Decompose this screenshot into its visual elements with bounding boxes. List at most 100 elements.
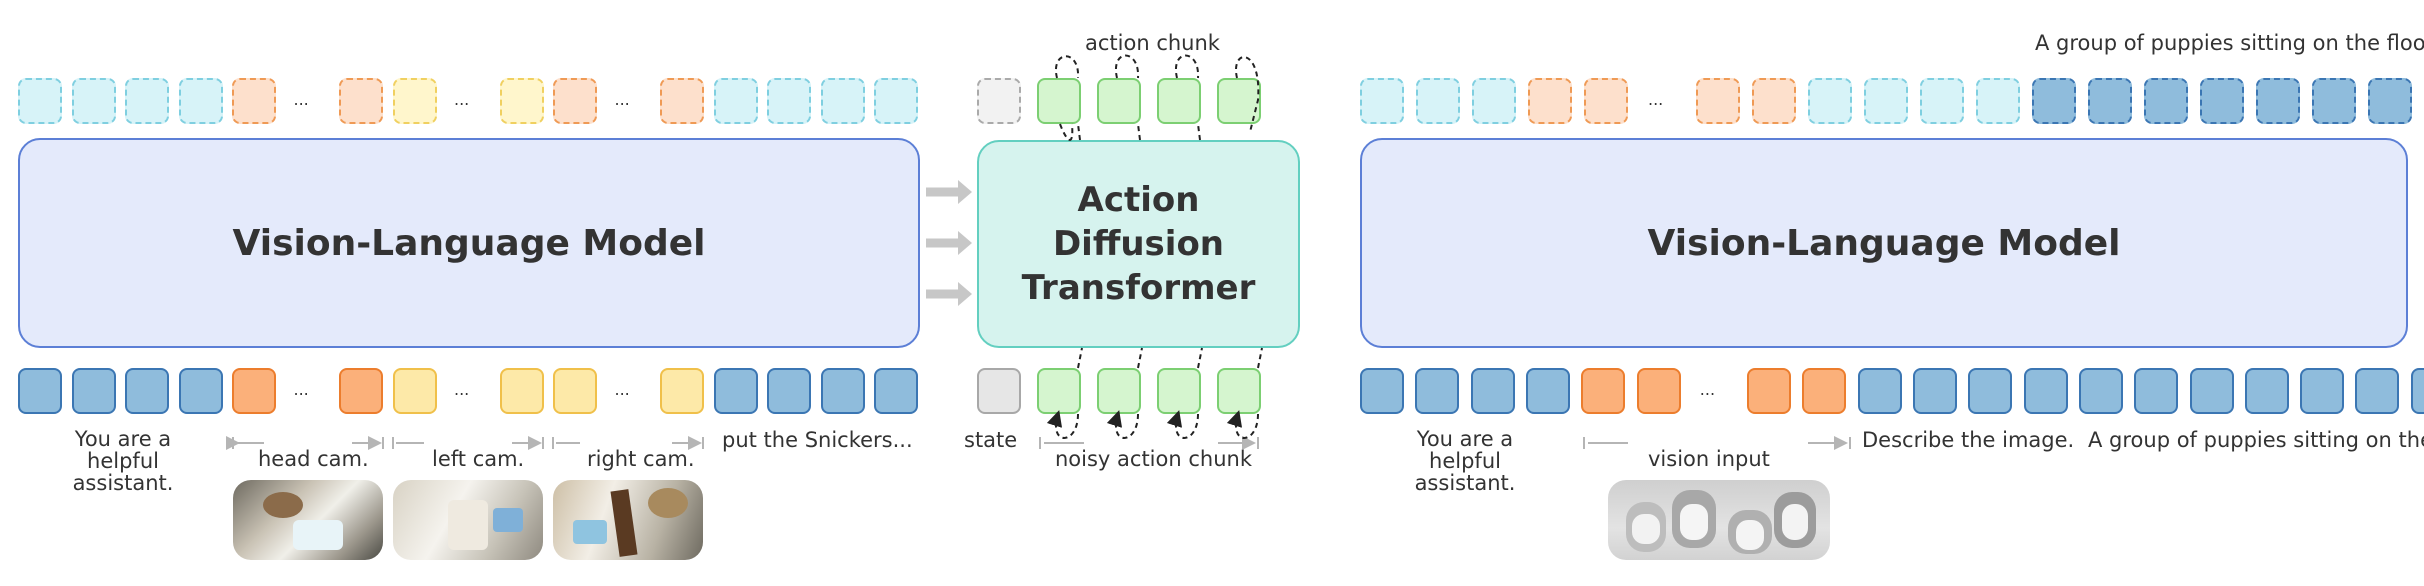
right-vlm-top-token: [1416, 78, 1460, 124]
right-vlm-bottom-token: [2134, 368, 2179, 414]
left-vlm-top-token: [767, 78, 811, 124]
left-vlm-box: Vision-Language Model: [18, 138, 920, 348]
right-vlm-top-token: [1920, 78, 1964, 124]
right-vlm-top-token: [1752, 78, 1796, 124]
right-cam-label: right cam.: [587, 447, 695, 471]
right-vlm-top-token: [1864, 78, 1908, 124]
left-vlm-top-ellipsis: ...: [293, 90, 309, 109]
right-vlm-bottom-token: [1360, 368, 1404, 414]
left-vlm-top-token: [18, 78, 62, 124]
right-vlm-top-token: [1808, 78, 1852, 124]
right-vlm-top-token: [2368, 78, 2412, 124]
left-vlm-title: Vision-Language Model: [232, 222, 706, 264]
state-output-token: [977, 78, 1021, 124]
left-vlm-bottom-token: [71, 368, 116, 414]
left-vlm-top-ellipsis: ...: [614, 90, 630, 109]
vlm-to-dit-arrows: [926, 180, 972, 306]
vision-input-label: vision input: [1648, 447, 1770, 471]
right-vlm-bottom-token: [1415, 368, 1460, 414]
left-vlm-top-token: [660, 78, 704, 124]
right-vlm-bottom-token: [2078, 368, 2123, 414]
answer-label: A group of puppies sitting on the: [2088, 428, 2424, 452]
right-vlm-box: Vision-Language Model: [1360, 138, 2408, 348]
right-vlm-top-token: [2088, 78, 2132, 124]
action-output-token: [1037, 78, 1081, 124]
segment-brackets: [226, 436, 1851, 450]
left-vlm-bottom-token: [660, 368, 704, 414]
caption-label: A group of puppies sitting on the floor.: [2035, 31, 2424, 55]
action-dit-title: Action Diffusion Transformer: [1021, 180, 1256, 308]
puppies-image: [1608, 480, 1830, 560]
left-vlm-bottom-token: [713, 368, 758, 414]
head-camera-image: [233, 480, 383, 560]
right-vlm-bottom-token: [2355, 368, 2400, 414]
noisy-action-chunk-label: noisy action chunk: [1055, 447, 1252, 471]
right-vlm-top-token: [1584, 78, 1628, 124]
left-vlm-top-token: [553, 78, 597, 124]
noisy-chunk-loops: [1046, 123, 1263, 439]
left-vlm-bottom-token: [178, 368, 223, 414]
instruction-label: put the Snickers...: [722, 428, 913, 452]
left-vlm-top-token: [178, 78, 223, 124]
left-vlm-top-ellipsis: ...: [454, 90, 470, 109]
right-vlm-top-token: [2032, 78, 2076, 124]
left-vlm-bottom-token: [874, 368, 918, 414]
right-vlm-bottom-token: [2300, 368, 2345, 414]
left-vlm-top-token: [713, 78, 758, 124]
right-vlm-top-token: [1696, 78, 1740, 124]
right-vlm-bottom-token: [2189, 368, 2234, 414]
state-input-token: [977, 368, 1021, 414]
right-vlm-title: Vision-Language Model: [1647, 222, 2121, 264]
left-vlm-bottom-token: [553, 368, 597, 414]
left-vlm-top-token: [392, 78, 437, 124]
right-vlm-bottom-token: [1857, 368, 1902, 414]
right-vlm-bottom-token: [1525, 368, 1570, 414]
right-vlm-top-token: [1360, 78, 1404, 124]
left-prompt-label: You are a helpful assistant.: [72, 427, 174, 495]
right-vlm-bottom-token: [1802, 368, 1847, 414]
left-vlm-top-token: [499, 78, 544, 124]
right-prompt-label: You are a helpful assistant.: [1414, 427, 1516, 495]
right-vlm-top-token: [2256, 78, 2300, 124]
left-vlm-bottom-token: [232, 368, 276, 414]
right-vlm-bottom-ellipsis: ...: [1699, 380, 1716, 399]
right-vlm-bottom-token: [2023, 368, 2068, 414]
action-output-token: [1157, 78, 1201, 124]
action-dit-box: Action Diffusion Transformer: [977, 140, 1300, 348]
describe-label: Describe the image.: [1862, 428, 2075, 452]
action-chunk-loops: [1054, 54, 1260, 141]
right-vlm-top-ellipsis: ...: [1648, 90, 1664, 109]
left-vlm-top-token: [125, 78, 169, 124]
left-vlm-bottom-token: [392, 368, 437, 414]
left-vlm-bottom-token: [18, 368, 62, 414]
left-vlm-bottom-ellipsis: ...: [293, 380, 309, 399]
right-vlm-bottom-token: [2410, 368, 2424, 414]
state-label: state: [964, 428, 1018, 452]
left-vlm-top-token: [71, 78, 116, 124]
left-vlm-bottom-token: [125, 368, 169, 414]
left-vlm-top-token: [874, 78, 918, 124]
left-cam-label: left cam.: [432, 447, 525, 471]
action-chunk-label: action chunk: [1085, 31, 1220, 55]
right-vlm-bottom-token: [1968, 368, 2013, 414]
right-vlm-bottom-token: [1470, 368, 1515, 414]
left-vlm-bottom-token: [820, 368, 865, 414]
right-vlm-bottom-token: [1636, 368, 1681, 414]
right-camera-image: [553, 480, 703, 560]
head-cam-label: head cam.: [258, 447, 369, 471]
right-vlm-top-token: [2200, 78, 2244, 124]
right-vlm-bottom-token: [2244, 368, 2289, 414]
right-vlm-top-token: [1976, 78, 2020, 124]
right-vlm-top-token: [1472, 78, 1516, 124]
right-vlm-bottom-token: [1581, 368, 1626, 414]
left-vlm-bottom-token: [499, 368, 544, 414]
left-vlm-top-token: [232, 78, 276, 124]
left-vlm-bottom-token: [339, 368, 383, 414]
action-output-token: [1097, 78, 1141, 124]
right-vlm-top-token: [2144, 78, 2188, 124]
right-vlm-top-token: [1528, 78, 1572, 124]
left-vlm-top-token: [820, 78, 865, 124]
right-vlm-bottom-token: [1747, 368, 1792, 414]
